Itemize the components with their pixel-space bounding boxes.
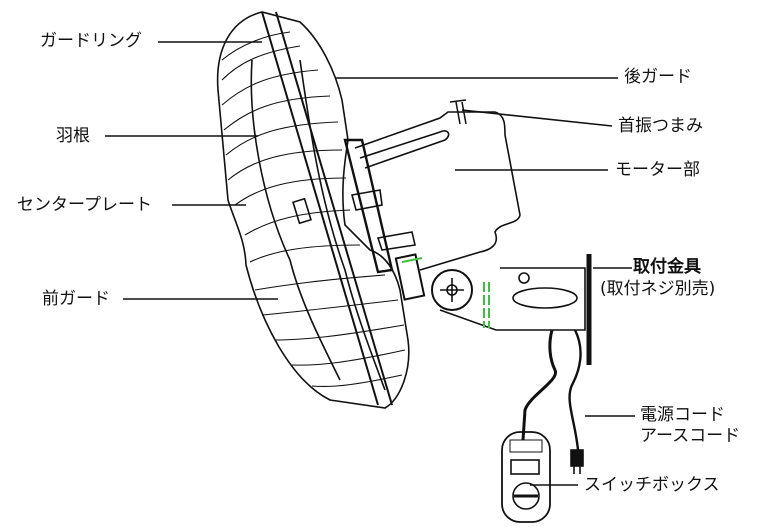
label-front-guard: 前ガード: [42, 289, 110, 309]
label-center-plate: センタープレート: [17, 195, 152, 215]
power-cord-shape: [521, 329, 557, 441]
label-blade: 羽根: [56, 126, 90, 146]
label-switch-box: スイッチボックス: [584, 475, 720, 495]
center-plate-shape: [292, 197, 312, 225]
label-mount-bracket: 取付金具: [633, 257, 701, 277]
blade-shape: [250, 59, 341, 381]
motor-shape: [354, 111, 521, 271]
label-guard-ring: ガードリング: [40, 31, 142, 51]
earth-cord-shape: [568, 329, 582, 451]
green-marker: [401, 257, 423, 263]
label-motor: モーター部: [615, 160, 700, 180]
label-power-cord: 電源コード: [640, 405, 725, 425]
label-mount-note: (取付ネジ別売): [600, 279, 716, 299]
swing-knob-shape: [449, 99, 467, 125]
front-guard-shape: [216, 11, 410, 409]
bracket-shape: [439, 267, 586, 331]
label-rear-guard: 後ガード: [624, 67, 692, 87]
label-earth-cord: アースコード: [640, 426, 741, 446]
leader-swing-knob: [461, 109, 613, 127]
guard-ring-shape: [261, 11, 393, 406]
label-swing-knob: 首振つまみ: [618, 116, 703, 136]
switch-box-shape: [501, 431, 551, 523]
